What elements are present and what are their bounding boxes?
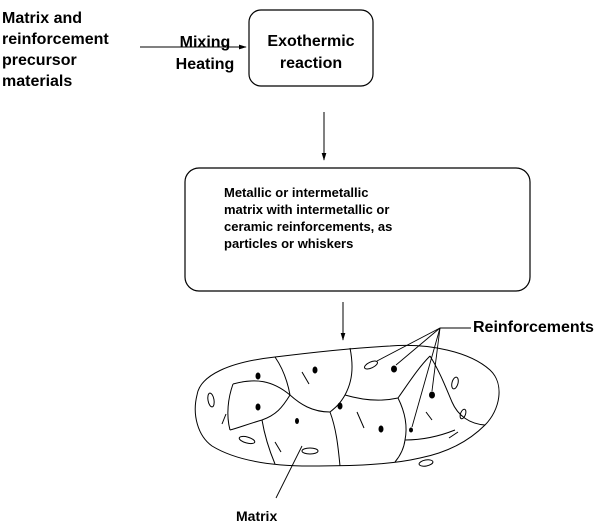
particle-reinforcement <box>256 404 261 411</box>
whisker-reinforcement <box>419 459 434 467</box>
whisker-reinforcement <box>238 435 255 445</box>
grain-boundary <box>395 398 406 462</box>
whisker-reinforcement <box>302 372 309 384</box>
particle-reinforcements <box>256 366 436 433</box>
grain-boundary <box>262 420 275 464</box>
grain-boundary <box>330 348 352 412</box>
grain-boundary <box>228 384 233 430</box>
composite-product-label: Metallic or intermetallic matrix with in… <box>224 184 514 252</box>
grain-boundary <box>345 395 398 400</box>
grain-boundary <box>398 356 430 398</box>
matrix-label: Matrix <box>236 508 277 525</box>
particle-reinforcement <box>379 426 384 433</box>
microstructure-illustration <box>195 345 499 467</box>
whisker-reinforcement <box>357 412 364 428</box>
grain-boundary <box>230 395 290 430</box>
grain-boundary <box>430 356 485 425</box>
whisker-reinforcement <box>363 359 378 370</box>
reinforcements-label: Reinforcements <box>473 318 594 337</box>
whisker-reinforcement <box>207 393 215 408</box>
whisker-reinforcement <box>451 376 460 389</box>
particle-reinforcement <box>313 367 318 374</box>
whisker-reinforcement <box>275 442 281 452</box>
particle-reinforcement <box>429 392 435 399</box>
exothermic-reaction-label: Exothermic reaction <box>250 31 372 75</box>
grain-boundary <box>330 412 340 466</box>
mixing-heating-label: Mixing Heating <box>168 32 242 76</box>
whisker-reinforcement <box>449 432 458 438</box>
whisker-reinforcement <box>222 414 226 424</box>
matrix-leader <box>276 446 302 498</box>
particle-reinforcement <box>256 373 261 380</box>
whisker-reinforcement <box>302 448 318 454</box>
whisker-reinforcement <box>459 408 467 419</box>
precursor-materials-label: Matrix and reinforcement precursor mater… <box>2 8 142 92</box>
particle-reinforcement <box>295 418 299 424</box>
particle-reinforcement <box>391 366 397 373</box>
whisker-reinforcement <box>426 412 432 420</box>
particle-reinforcement <box>338 403 343 410</box>
particle-reinforcement <box>409 428 413 433</box>
